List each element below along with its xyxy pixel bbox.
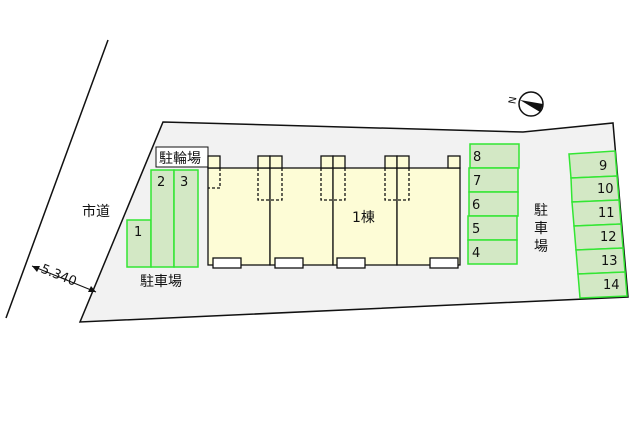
parking-space-3 bbox=[173, 169, 199, 268]
building bbox=[207, 155, 461, 269]
space-label: 9 bbox=[599, 159, 607, 174]
north-label: N bbox=[507, 96, 519, 105]
arrow-head-left bbox=[32, 266, 40, 272]
building-label: 1棟 bbox=[352, 210, 375, 226]
road-label: 市道 bbox=[82, 203, 110, 220]
unit bbox=[269, 155, 334, 269]
parking-space-1 bbox=[126, 219, 152, 268]
road-width-label: 5.340 bbox=[39, 262, 79, 290]
space-label: 6 bbox=[472, 198, 480, 213]
parking-space-8 bbox=[469, 143, 520, 169]
space-label: 12 bbox=[600, 230, 617, 245]
space-label: 4 bbox=[472, 246, 480, 261]
parking-right-label: 車 bbox=[534, 220, 548, 237]
parking-space-4 bbox=[467, 239, 518, 265]
parking-right-label: 場 bbox=[534, 239, 548, 255]
road-edge-line bbox=[5, 39, 109, 319]
space-label: 3 bbox=[180, 175, 188, 190]
parking-left bbox=[126, 169, 199, 268]
space-label: 13 bbox=[601, 254, 618, 269]
parking-space-6 bbox=[468, 191, 519, 217]
parking-right-outer bbox=[568, 150, 628, 299]
parking-space-9 bbox=[568, 150, 618, 179]
parking-space-7 bbox=[468, 167, 519, 193]
arrow-head-right bbox=[88, 286, 96, 292]
unit bbox=[396, 155, 461, 269]
space-label: 11 bbox=[598, 206, 615, 221]
parking-right-inner bbox=[467, 143, 520, 265]
space-label: 7 bbox=[473, 174, 481, 189]
parking-right-label: 駐 bbox=[534, 203, 548, 219]
unit bbox=[207, 155, 271, 269]
unit bbox=[332, 155, 398, 269]
space-label: 10 bbox=[597, 182, 614, 197]
parking-left-label: 駐車場 bbox=[140, 273, 182, 290]
space-label: 1 bbox=[134, 225, 142, 240]
space-label: 5 bbox=[472, 222, 480, 237]
north-arrow-icon: N bbox=[507, 91, 544, 117]
parking-space-14 bbox=[577, 271, 628, 299]
space-label: 14 bbox=[603, 278, 620, 293]
space-label: 2 bbox=[157, 175, 165, 190]
bicycle-parking-label: 駐輪場 bbox=[159, 150, 201, 167]
space-label: 8 bbox=[473, 150, 481, 165]
dimension-arrow bbox=[31, 265, 97, 293]
